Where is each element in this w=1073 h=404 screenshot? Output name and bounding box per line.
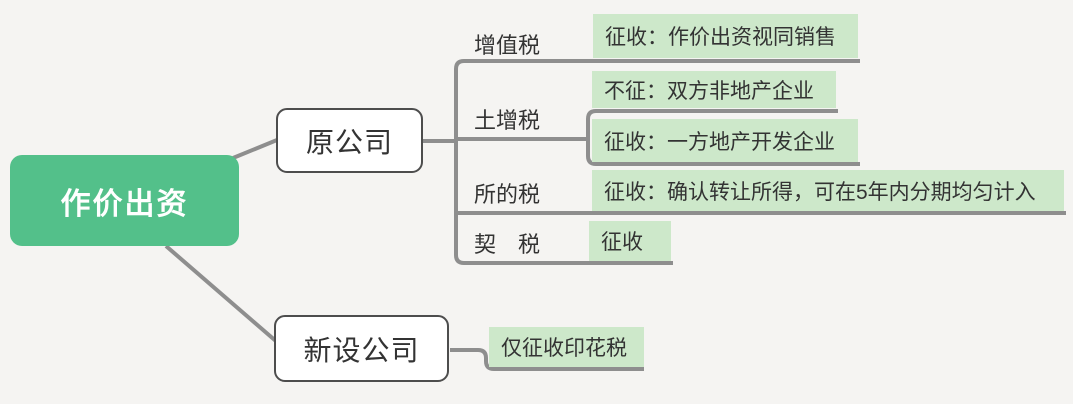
- topic-original-company[interactable]: 原公司: [276, 108, 423, 173]
- tax-label-income-tax[interactable]: 所的税: [474, 182, 541, 207]
- connector-new-to-note: [450, 348, 644, 371]
- root-node[interactable]: 作价出资: [10, 155, 239, 246]
- connector-root-to-new: [164, 244, 279, 344]
- fork-bracket-land-tax: [586, 109, 860, 166]
- tax-label-vat[interactable]: 增值税: [474, 33, 541, 58]
- note-land-tax-exempt[interactable]: 不征：双方非地产企业: [592, 71, 836, 108]
- trunk-bracket-taxes: [454, 59, 860, 265]
- connector-root-to-original: [232, 138, 278, 160]
- topic-new-company[interactable]: 新设公司: [274, 315, 449, 382]
- note-vat-levy[interactable]: 征收：作价出资视同销售: [593, 14, 858, 58]
- note-new-company-stamp-tax[interactable]: 仅征收印花税: [489, 327, 644, 367]
- note-land-tax-levy[interactable]: 征收：一方地产开发企业: [592, 119, 858, 162]
- tax-label-land-appreciation-tax[interactable]: 土增税: [474, 108, 541, 133]
- tax-label-deed-tax[interactable]: 契 税: [474, 232, 541, 257]
- note-deed-tax-levy[interactable]: 征收: [589, 221, 671, 261]
- note-income-tax-levy[interactable]: 征收：确认转让所得，可在5年内分期均匀计入: [592, 170, 1064, 211]
